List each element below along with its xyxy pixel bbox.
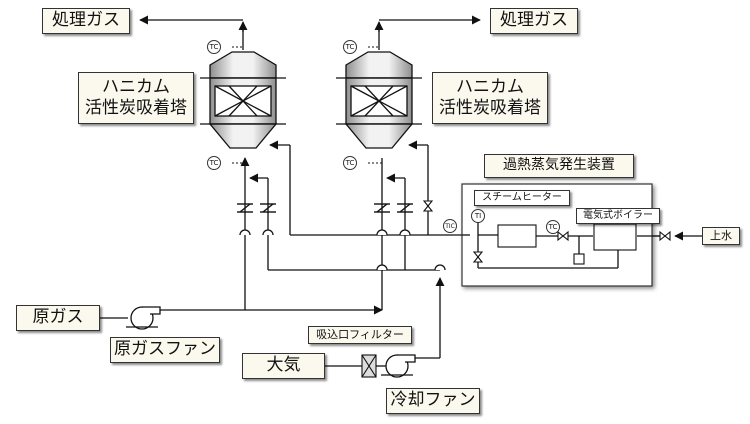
label-steam-generator: 過熱蒸気発生装置 — [484, 154, 634, 178]
valve-steam-right — [422, 200, 434, 212]
label-treated-gas-left: 処理ガス — [42, 8, 130, 34]
label-raw-gas-fan: 原ガスファン — [110, 337, 220, 363]
label-tap-water: 上水 — [702, 227, 740, 245]
tc-top-right-instrument: TC — [343, 40, 357, 54]
label-treated-gas-right: 処理ガス — [490, 8, 578, 34]
electric-boiler-unit — [593, 223, 637, 251]
steam-heater-unit — [497, 224, 537, 248]
ti-heater-instrument: TI — [471, 209, 485, 223]
adsorber-right-line1: ハニカム — [456, 76, 524, 97]
label-adsorber-right: ハニカム 活性炭吸着塔 — [432, 72, 548, 124]
adsorber-right — [336, 51, 422, 149]
tc-bottom-left-instrument: TC — [207, 156, 221, 170]
label-intake-filter: 吸込口フィルター — [308, 326, 412, 344]
label-adsorber-left: ハニカム 活性炭吸着塔 — [78, 72, 194, 124]
tc-top-left-instrument: TC — [207, 40, 221, 54]
damper-left-cooling — [260, 203, 276, 213]
label-electric-boiler: 電気式ボイラー — [576, 208, 660, 224]
damper-right-cooling — [397, 203, 413, 213]
cooling-fan-symbol — [381, 354, 416, 378]
tic-main-instrument: TIC — [443, 219, 457, 233]
damper-right-raw — [374, 203, 390, 213]
steam-trap — [573, 253, 585, 265]
raw-gas-fan-symbol — [126, 306, 161, 330]
adsorber-right-line2: 活性炭吸着塔 — [439, 98, 541, 118]
label-steam-heater: スチームヒーター — [474, 190, 570, 206]
tc-heater-instrument: TC — [546, 220, 560, 234]
adsorber-left-line1: ハニカム — [102, 76, 170, 97]
tc-bottom-right-instrument: TC — [343, 156, 357, 170]
adsorber-left-line2: 活性炭吸着塔 — [85, 98, 187, 118]
label-cooling-fan: 冷却ファン — [386, 388, 480, 414]
label-atmosphere: 大気 — [242, 353, 325, 379]
damper-left-raw — [237, 203, 253, 213]
adsorber-left — [200, 51, 286, 149]
intake-filter-symbol — [361, 354, 377, 378]
valve-water-inlet — [659, 230, 671, 242]
label-raw-gas: 原ガス — [16, 305, 100, 331]
